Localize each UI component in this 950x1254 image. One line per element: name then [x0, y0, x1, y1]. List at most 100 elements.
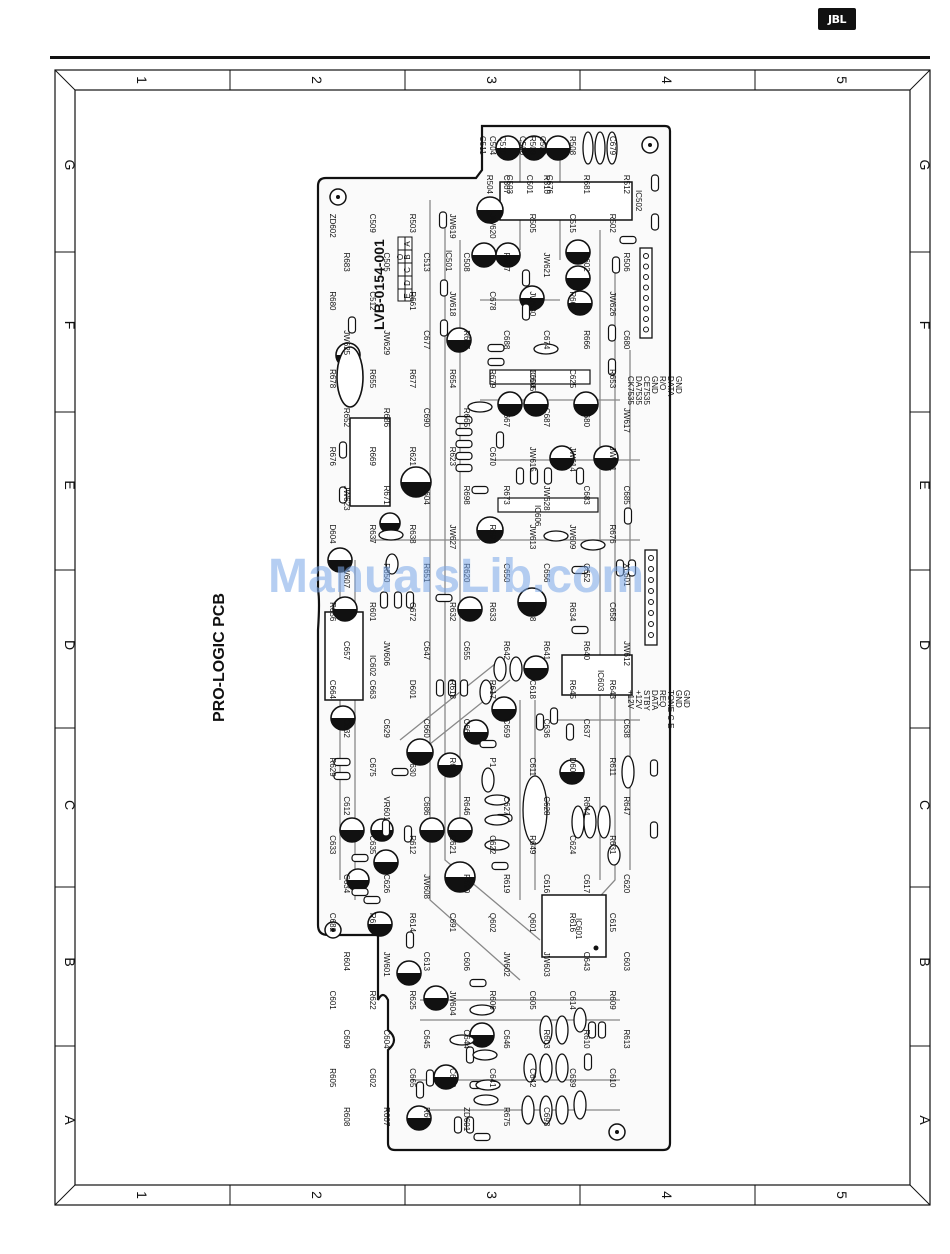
- film-capacitor: [606, 131, 618, 165]
- component-label: R679: [488, 369, 497, 389]
- resistor: [439, 279, 449, 297]
- component-label: C644: [462, 1029, 471, 1049]
- component-label: R698: [462, 486, 471, 506]
- trace: [444, 220, 541, 941]
- column-label-top: 1: [134, 76, 150, 84]
- resistor: [403, 825, 413, 843]
- film-capacitor: [594, 131, 606, 165]
- component-label: R638: [408, 524, 417, 544]
- resistor: [521, 303, 531, 321]
- capacitor-polarity: [560, 772, 584, 784]
- component-label: C621: [448, 835, 457, 855]
- component-label: R503: [408, 214, 417, 234]
- variant-letter: C: [403, 267, 412, 273]
- connector-label: GND: [650, 376, 659, 394]
- row-label-right: D: [917, 640, 933, 650]
- component-label: JW621: [542, 253, 551, 278]
- pin: [648, 599, 654, 605]
- board-id: LVB-0154-001: [371, 239, 387, 330]
- component-label: JW611: [608, 447, 617, 472]
- resistor: [469, 978, 487, 988]
- component-label: C650: [502, 563, 511, 583]
- component-label: C680: [622, 330, 631, 350]
- capacitor-polarity: [566, 252, 590, 264]
- component-label: C628: [542, 796, 551, 816]
- column-label-top: 4: [659, 76, 675, 84]
- variant-letter: A: [403, 241, 412, 247]
- resistor: [543, 467, 553, 485]
- film-capacitor: [481, 767, 495, 793]
- component-label: C637: [582, 719, 591, 739]
- pin: [643, 326, 649, 333]
- component-label: R666: [582, 330, 591, 350]
- component-label: R673: [502, 486, 511, 506]
- component-label: C613: [422, 952, 431, 972]
- connector-label: GND: [682, 690, 691, 708]
- component-label: JW613: [528, 524, 537, 549]
- component-label: C629: [382, 719, 391, 739]
- resistor: [473, 1132, 491, 1142]
- component-label: R651: [422, 563, 431, 583]
- capacitor-polarity: [407, 752, 433, 765]
- ic-package: [349, 417, 391, 507]
- connector-label: DATA: [666, 376, 675, 397]
- component-label: R602: [582, 253, 591, 273]
- film-capacitor: [467, 401, 493, 413]
- component-label: R652: [342, 408, 351, 428]
- component-label: R689: [448, 758, 457, 778]
- component-label: R616: [568, 913, 577, 933]
- connector-label: TONE-C-E: [666, 690, 675, 729]
- component-label: R667: [502, 408, 511, 428]
- inner-frame: [74, 89, 911, 1186]
- component-label: R677: [408, 369, 417, 389]
- film-capacitor: [522, 775, 548, 845]
- component-label: C687: [542, 408, 551, 428]
- film-capacitor: [509, 656, 523, 682]
- row-label-left: B: [62, 957, 78, 966]
- resistor: [607, 358, 617, 376]
- component-label: R645: [568, 680, 577, 700]
- component-label: C677: [422, 330, 431, 350]
- component-label: JW601: [382, 952, 391, 977]
- component-label: C501: [525, 175, 534, 195]
- pin: [648, 577, 654, 583]
- resistor: [363, 895, 381, 905]
- component-label: JW618: [448, 291, 457, 316]
- resistor: [571, 565, 589, 575]
- component-label: C682: [328, 913, 337, 933]
- component-label: C618: [528, 680, 537, 700]
- capacitor-polarity: [458, 609, 482, 621]
- column-label-bottom: 4: [659, 1191, 675, 1199]
- row-label-right: E: [917, 480, 933, 489]
- component-label: C502: [538, 136, 547, 156]
- film-capacitor: [539, 1015, 553, 1045]
- component-label: C624: [568, 835, 577, 855]
- component-label: C626: [382, 874, 391, 894]
- capacitor-polarity: [477, 210, 503, 223]
- component-label: C508: [462, 253, 471, 273]
- component-label: C641: [488, 1068, 497, 1088]
- capacitor-polarity: [566, 278, 590, 290]
- component-label: C602: [368, 1068, 377, 1088]
- component-label: R671: [382, 486, 391, 506]
- component-label: R640: [582, 641, 591, 661]
- component-label: C604: [382, 1029, 391, 1049]
- resistors: [333, 174, 660, 1142]
- component-label: C655: [462, 641, 471, 661]
- component-label: R607: [382, 1107, 391, 1127]
- resistor: [521, 269, 531, 287]
- component-label: C603: [622, 952, 631, 972]
- resistor: [438, 211, 448, 229]
- component-label: C664: [328, 680, 337, 700]
- component-label: JW623: [342, 486, 351, 511]
- resistor: [465, 1116, 475, 1134]
- component-label: C614: [568, 991, 577, 1011]
- ic-label: IC501: [444, 250, 453, 272]
- mounting-hole-center: [336, 195, 340, 199]
- component-label: R620: [462, 563, 471, 583]
- component-label: R506: [622, 253, 631, 273]
- ic603-package: [561, 654, 633, 696]
- trace: [399, 659, 501, 741]
- ic-label: IC606: [533, 505, 542, 527]
